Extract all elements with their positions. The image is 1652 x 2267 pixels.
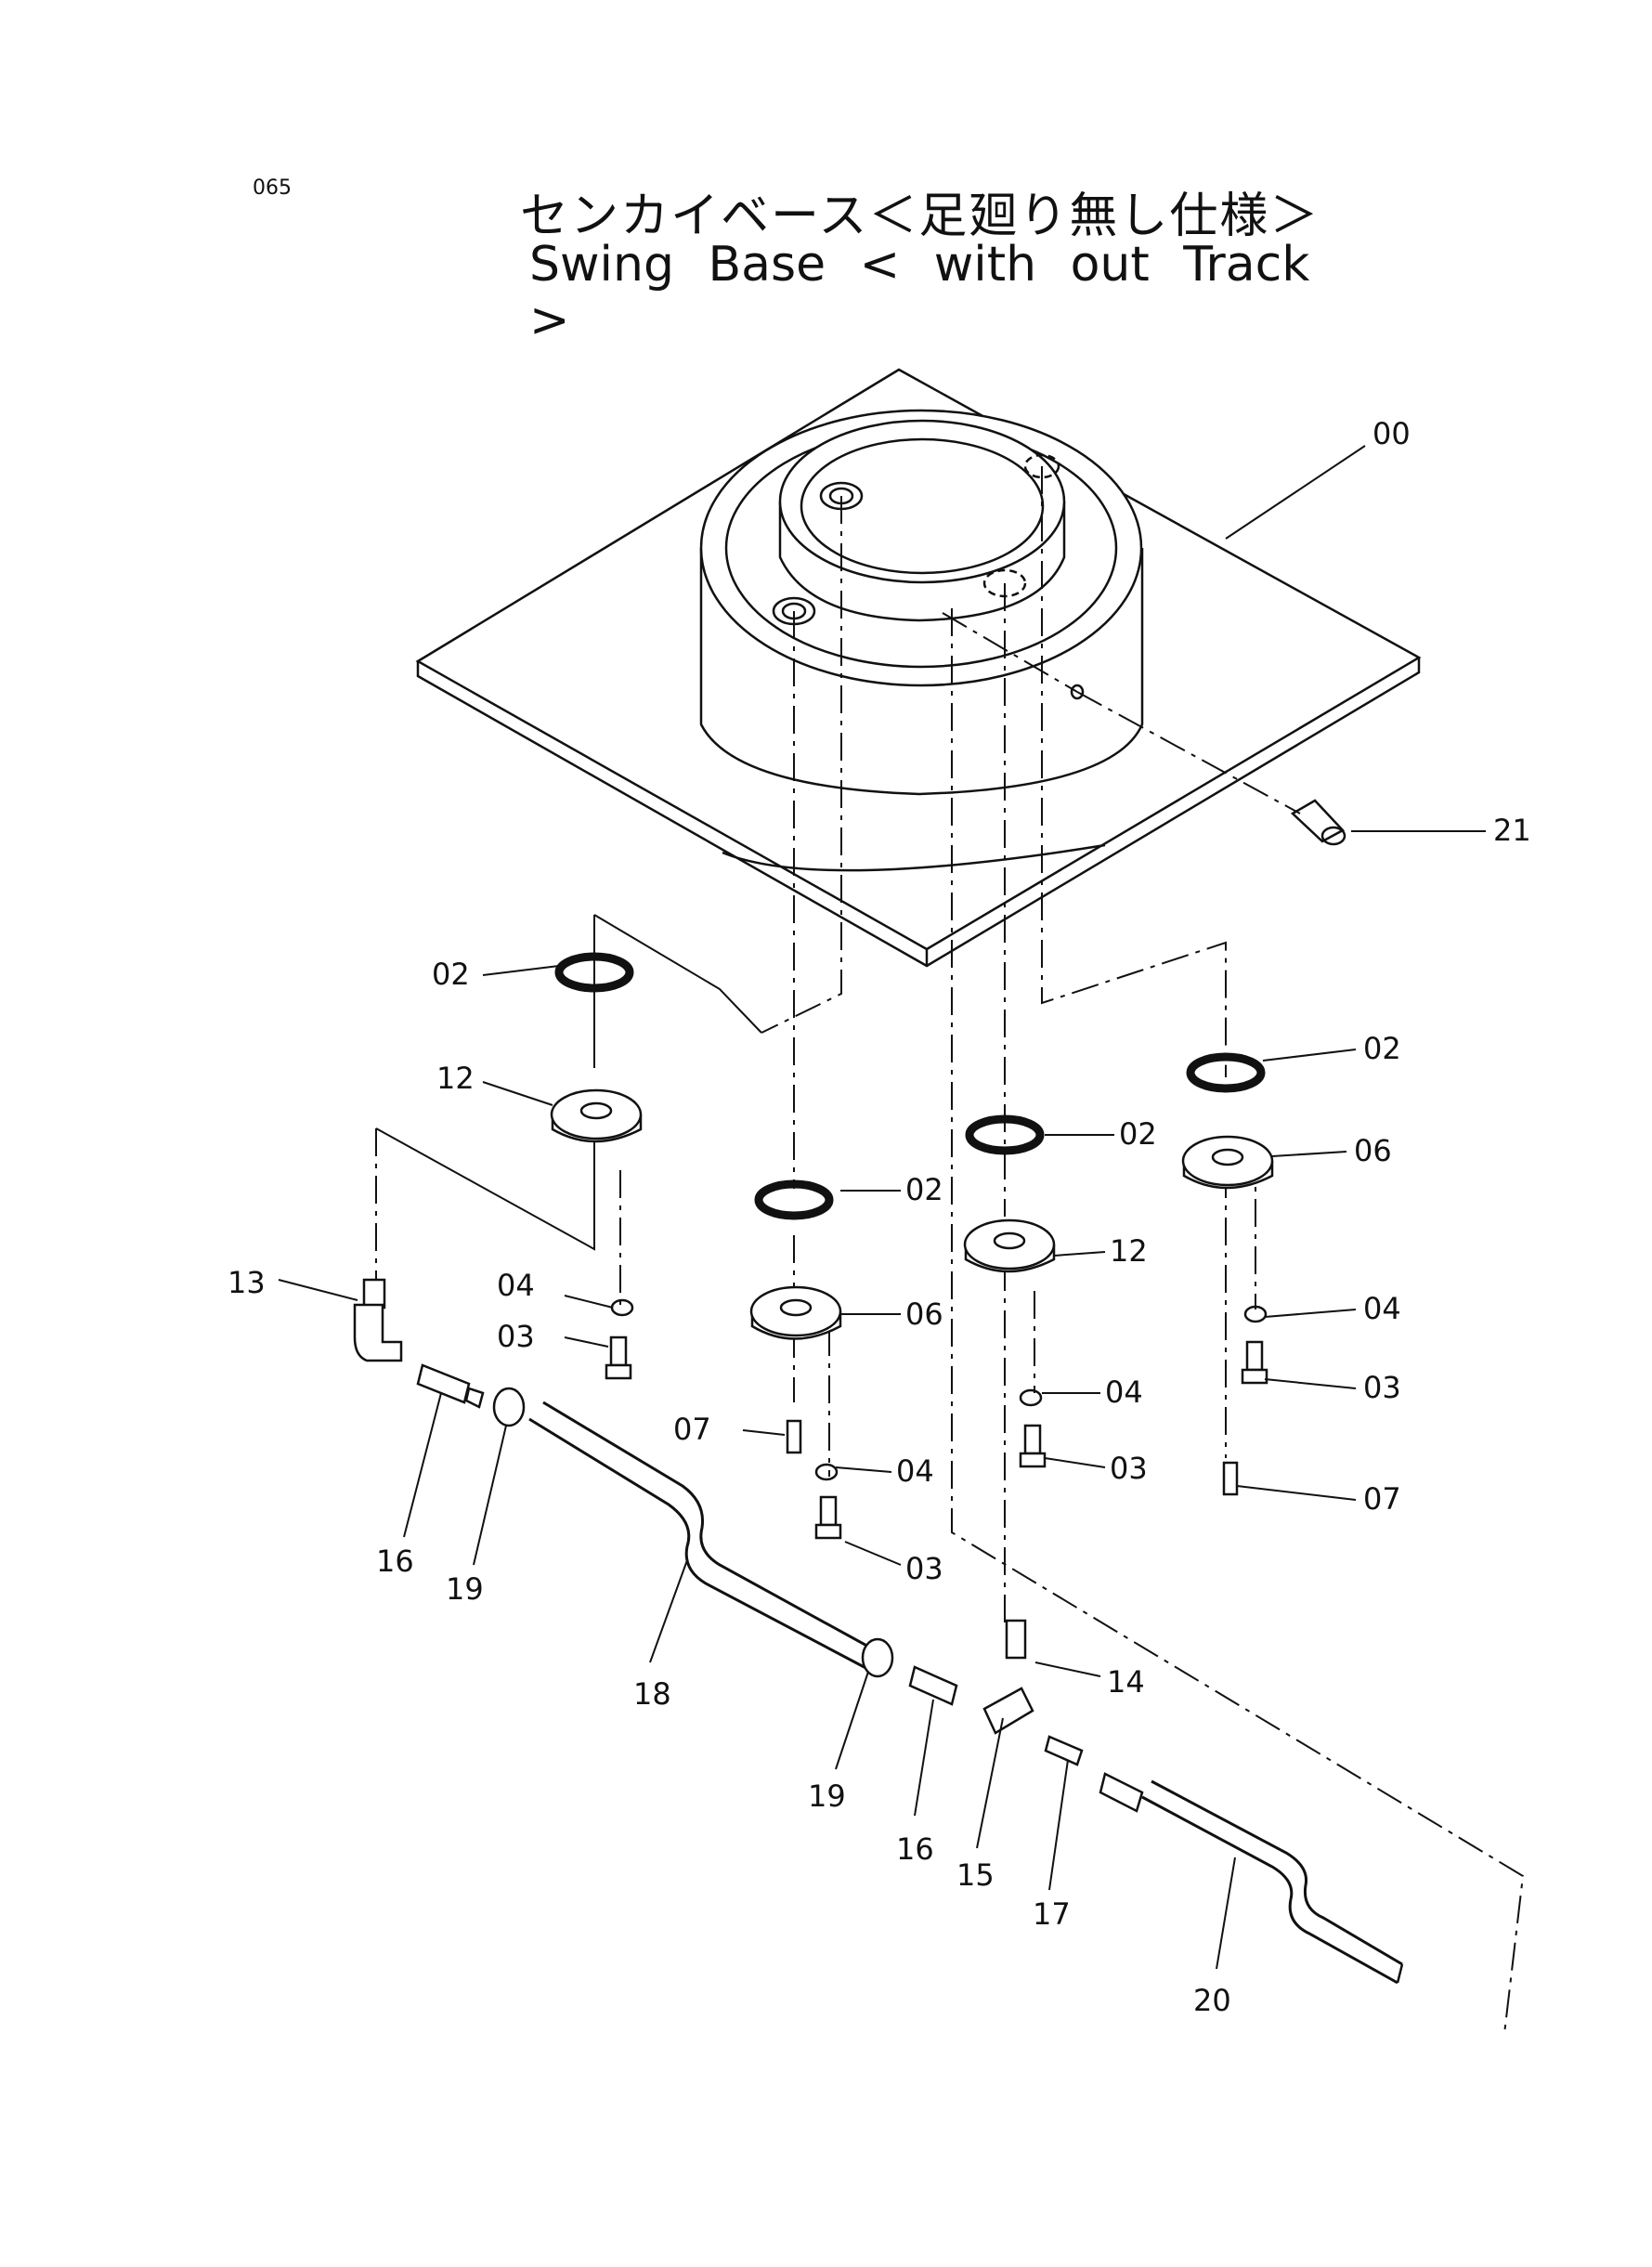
callout-13: 13 [228,1265,266,1300]
callout-02: 02 [432,957,470,992]
fittings-left [416,1363,526,1427]
diagram-title-english: Swing Base < with out Track > [529,237,1310,348]
flange-12-left [550,1088,643,1143]
flange-06-right [1181,1135,1274,1190]
callout-04: 04 [1105,1375,1143,1410]
callout-06: 06 [905,1296,943,1332]
swing-base-housing [699,409,1144,872]
plugs-part-07 [786,1419,1239,1496]
callout-04: 04 [497,1268,535,1303]
pin-part-21 [1290,799,1346,846]
flanges [550,1088,1274,1340]
washers-part-04 [610,1298,1268,1481]
callout-19: 19 [808,1778,846,1814]
callout-07: 07 [673,1412,711,1447]
callout-20: 20 [1193,1983,1231,2018]
flange-12-right [963,1218,1056,1273]
callout-02: 02 [1119,1116,1157,1152]
flange-06-center [749,1285,842,1340]
callout-02: 02 [905,1172,943,1207]
bolts-part-03 [605,1335,1268,1540]
callout-06: 06 [1354,1133,1392,1168]
callout-03: 03 [1110,1451,1148,1486]
callout-16: 16 [896,1831,934,1867]
callout-16: 16 [376,1544,414,1579]
fittings-center [861,1619,1144,1813]
callout-12: 12 [1110,1233,1148,1269]
callout-07: 07 [1363,1481,1401,1517]
callout-03: 03 [905,1551,943,1586]
diagram-title-japanese: センカイベース＜足廻り無し仕様＞ [520,189,1320,244]
callout-leader-lines [278,445,1486,1970]
callout-15: 15 [956,1857,995,1893]
hose-part-18 [528,1417,874,1674]
callout-04: 04 [1363,1291,1401,1326]
page-code: 065 [253,176,292,200]
callout-02: 02 [1363,1031,1401,1066]
callout-03: 03 [497,1319,535,1354]
callout-12: 12 [436,1061,475,1096]
o-rings-part-02 [554,952,1266,1220]
elbow-part-13 [353,1278,403,1362]
callout-21: 21 [1493,813,1531,848]
callout-00: 00 [1372,416,1411,451]
callout-14: 14 [1107,1664,1145,1700]
callout-19: 19 [446,1571,484,1607]
callout-17: 17 [1033,1896,1071,1932]
callout-18: 18 [633,1676,671,1712]
hose-part-20 [1141,1795,1398,1985]
callout-03: 03 [1363,1370,1401,1405]
callout-04: 04 [896,1453,934,1489]
